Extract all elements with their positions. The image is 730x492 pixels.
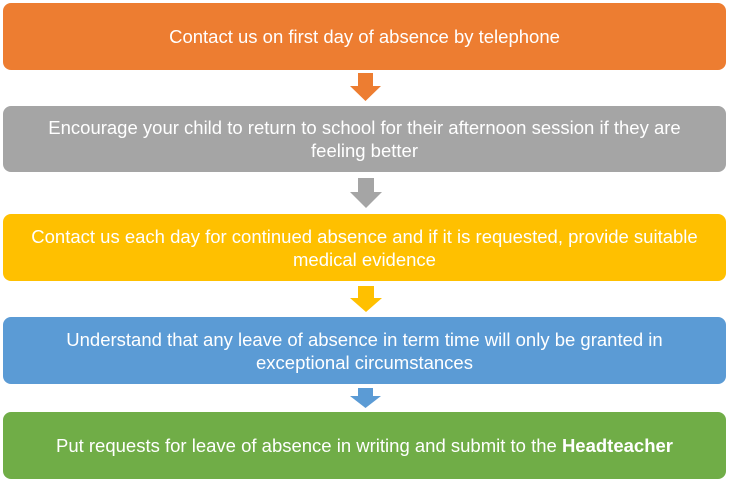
down-arrow-icon xyxy=(350,388,381,408)
step-2-box: Encourage your child to return to school… xyxy=(3,106,726,172)
step-1-box: Contact us on first day of absence by te… xyxy=(3,3,726,70)
step-1-text: Contact us on first day of absence by te… xyxy=(169,26,560,47)
step-5-box: Put requests for leave of absence in wri… xyxy=(3,412,726,479)
step-2-text: Encourage your child to return to school… xyxy=(48,117,681,161)
down-arrow-icon xyxy=(350,73,381,101)
step-4-text: Understand that any leave of absence in … xyxy=(66,328,663,373)
step-5-text-prefix: Put requests for leave of absence in wri… xyxy=(55,435,562,456)
step-4-box: Understand that any leave of absence in … xyxy=(3,317,726,384)
step-5-text: Put requests for leave of absence in wri… xyxy=(56,434,673,457)
step-3-box: Contact us each day for continued absenc… xyxy=(3,214,726,281)
headteacher-label: Headteacher xyxy=(561,435,673,456)
step-3-text: Contact us each day for continued absenc… xyxy=(31,225,698,270)
down-arrow-icon xyxy=(350,286,382,312)
down-arrow-icon xyxy=(350,178,382,208)
